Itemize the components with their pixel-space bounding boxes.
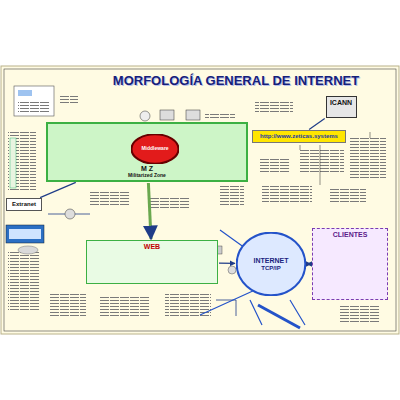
connector bbox=[40, 182, 76, 197]
node-label: INTERNET bbox=[254, 257, 289, 265]
clientes-box: CLIENTES bbox=[312, 228, 388, 300]
node-label: Militarized Zone bbox=[128, 173, 166, 179]
node-label: Extranet bbox=[12, 201, 36, 208]
node-label: CLIENTES bbox=[333, 231, 368, 239]
internet-cloud: INTERNETTCP/IP bbox=[236, 232, 306, 296]
node-label: TCP/IP bbox=[261, 265, 280, 272]
connector bbox=[307, 263, 311, 264]
url-band: http://www.zeticas.systems bbox=[252, 130, 346, 143]
diagram-title: MORFOLOGÍA GENERAL DE INTERNET bbox=[113, 73, 359, 88]
middleware-circle: Middleware bbox=[131, 134, 179, 164]
icann-box: ICANN bbox=[326, 96, 357, 118]
extranet-box: Extranet bbox=[6, 198, 42, 211]
connector bbox=[148, 183, 151, 239]
web-box: WEB bbox=[86, 240, 218, 284]
connector bbox=[309, 119, 325, 130]
node-label: Middleware bbox=[141, 146, 168, 152]
node-label: ICANN bbox=[330, 99, 352, 107]
connector bbox=[219, 263, 235, 264]
intranet-zone: M ZMilitarized Zone Middleware bbox=[46, 122, 248, 182]
node-label: M Z bbox=[141, 165, 153, 173]
ellipse-outline bbox=[236, 232, 306, 296]
node-label: WEB bbox=[144, 243, 160, 251]
node-label: http://www.zeticas.systems bbox=[260, 133, 338, 140]
